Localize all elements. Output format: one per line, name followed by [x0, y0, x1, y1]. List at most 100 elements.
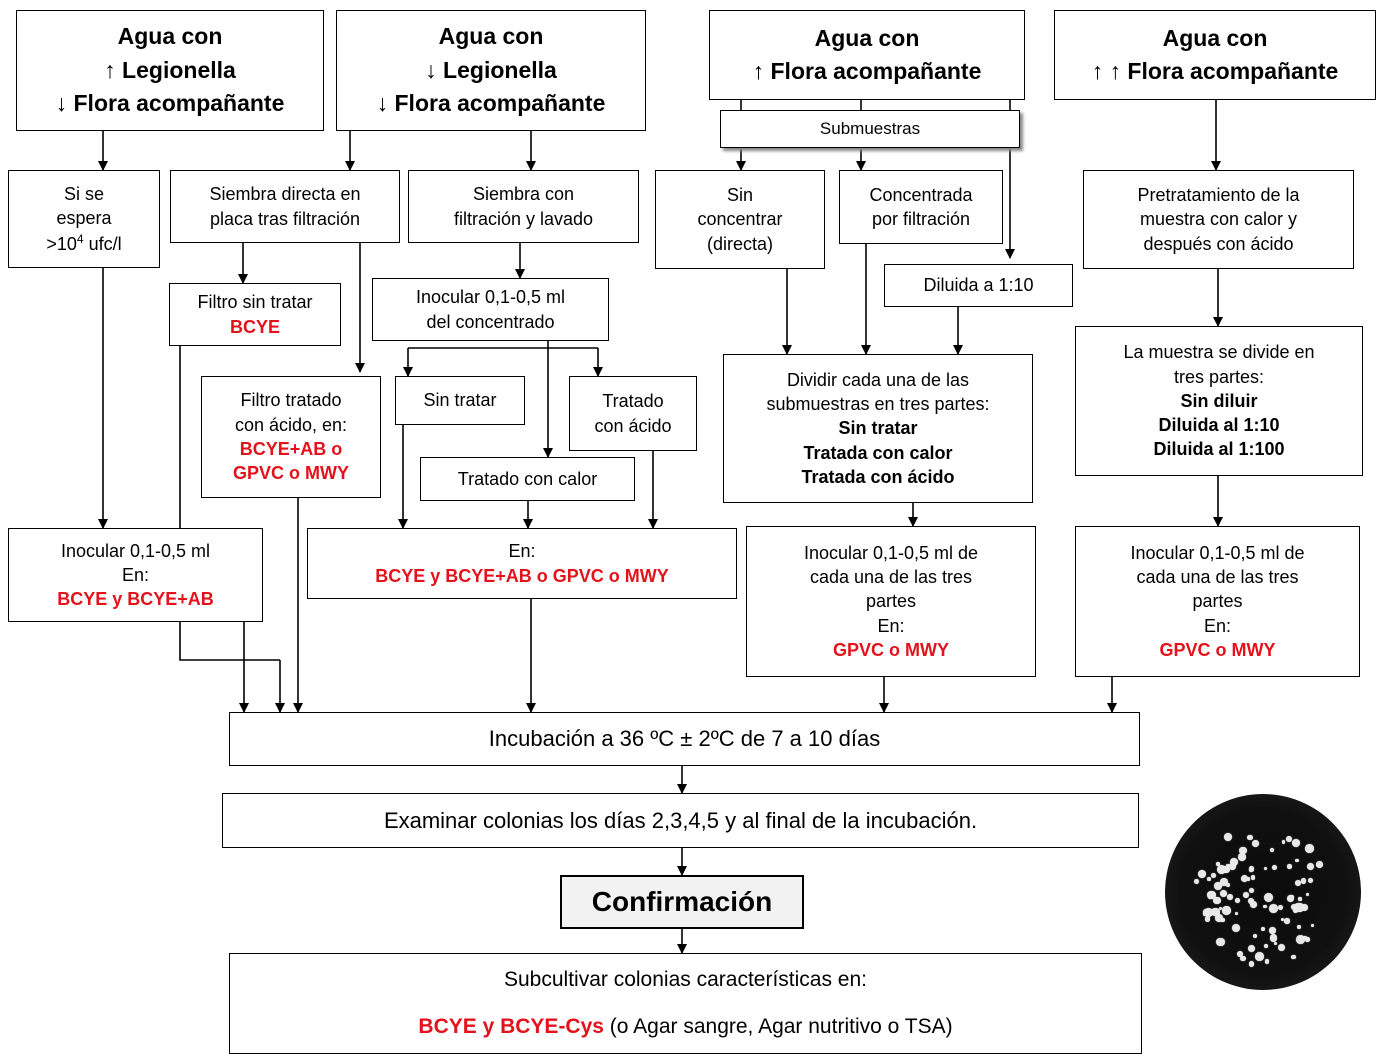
colony-dot [1251, 840, 1259, 848]
colony-dot [1194, 879, 1200, 885]
box-line: Submuestras [819, 118, 921, 138]
colony-dot [1285, 835, 1293, 842]
colony-dot [1264, 959, 1270, 964]
colony-dot [1263, 943, 1268, 949]
inoculate-concentrate-box: Inocular 0,1-0,5 ml del concentrado [372, 278, 609, 341]
box-line: con ácido, en: [234, 414, 348, 435]
colony-dot [1296, 924, 1301, 930]
header-line: ↑ ↑ Flora acompañante [1091, 58, 1339, 84]
header-line: Agua con [1162, 24, 1268, 51]
colony-dot [1249, 887, 1255, 893]
colony-dot [1291, 954, 1296, 959]
box-line: Inocular 0,1-0,5 ml de [803, 542, 979, 563]
box-line: partes [1192, 591, 1243, 612]
box-line: espera [56, 208, 112, 229]
medium-label: GPVC o MWY [833, 639, 949, 660]
box-line: BCYE y BCYE-Cys (o Agar sangre, Agar nut… [418, 1013, 952, 1041]
box-line: Inocular 0,1-0,5 ml de [1130, 542, 1305, 563]
box-line: muestra con calor y [1139, 209, 1298, 230]
header-line: ↑ Flora acompañante [752, 58, 982, 84]
colony-dot [1207, 876, 1211, 881]
header-line: Agua con [438, 23, 544, 50]
colony-dot [1247, 835, 1253, 841]
box-line: placa tras filtración [209, 208, 361, 229]
colony-dot [1240, 955, 1246, 962]
medium-label: BCYE [229, 316, 280, 337]
medium-label: BCYE y BCYE+AB [57, 589, 214, 610]
divide-subsamples-box: Dividir cada una de las submuestras en t… [723, 354, 1033, 503]
box-line: En: [508, 541, 536, 562]
box-line: cada una de las tres [1136, 567, 1299, 588]
colony-dot [1281, 840, 1286, 844]
colony-dot [1203, 912, 1207, 917]
header-line: ↑ Legionella [104, 56, 236, 83]
box-line: Filtro tratado [240, 390, 342, 411]
colony-dot [1235, 898, 1241, 904]
colony-dot [1315, 860, 1323, 868]
box-line: Pretratamiento de la [1137, 185, 1300, 206]
colony-dot [1239, 847, 1247, 855]
box-line: >104 ufc/l [46, 231, 121, 256]
colony-dot [1284, 918, 1290, 924]
concentrated-box: Concentrada por filtración [839, 170, 1003, 244]
colony-dot [1210, 872, 1217, 878]
box-line: Inocular 0,1-0,5 ml [415, 287, 566, 308]
subculture-box: Subcultivar colonias características en:… [229, 953, 1142, 1054]
box-text: >10 [46, 233, 77, 254]
colony-dot [1211, 907, 1220, 917]
header-box-low-legionella: Agua con ↓ Legionella ↓ Flora acompañant… [336, 10, 646, 131]
box-line: Diluida a 1:10 [923, 275, 1034, 296]
colony-dot [1307, 878, 1313, 884]
unconcentrated-box: Sin concentrar (directa) [655, 170, 825, 269]
colony-dot [1305, 937, 1311, 942]
sample-divide-box: La muestra se divide en tres partes: Sin… [1075, 326, 1363, 476]
colony-dot [1238, 853, 1246, 862]
box-line: concentrar [697, 209, 783, 230]
header-box-high-flora: Agua con ↑ Flora acompañante [709, 10, 1025, 100]
box-line: Tratada con calor [803, 442, 953, 463]
box-line: Tratado con calor [457, 468, 598, 489]
colony-dot [1198, 869, 1207, 878]
inoculate-box-col1: Inocular 0,1-0,5 ml En: BCYE y BCYE+AB [8, 528, 263, 622]
colony-dot [1224, 833, 1232, 842]
connector [179, 346, 280, 661]
colony-dot [1278, 904, 1284, 910]
box-line: Tratada con ácido [801, 466, 955, 487]
colony-dot [1254, 952, 1264, 961]
header-box-very-high-flora: Agua con ↑ ↑ Flora acompañante [1054, 10, 1376, 100]
box-line: submuestras en tres partes: [766, 394, 990, 415]
colony-dot [1219, 889, 1228, 897]
colony-dot [1310, 923, 1315, 928]
box-line: Filtro sin tratar [197, 292, 313, 313]
box-line: En: [877, 615, 905, 636]
subsamples-box: Submuestras [720, 110, 1020, 148]
colony-dot [1212, 896, 1221, 905]
colony-dot [1216, 937, 1226, 947]
inoculate-box-col4: Inocular 0,1-0,5 ml de cada una de las t… [746, 526, 1036, 677]
box-text: ufc/l [83, 233, 122, 254]
colony-dot [1280, 917, 1285, 922]
box-line: Concentrada [869, 184, 973, 205]
box-line: En: [1203, 615, 1232, 636]
colony-dot [1288, 894, 1294, 900]
colony-dot [1234, 911, 1239, 915]
header-line: ↓ Flora acompañante [376, 90, 606, 117]
box-line: Sin [726, 185, 753, 206]
colony-dot [1231, 923, 1241, 933]
box-line: Subcultivar colonias características en: [504, 967, 867, 991]
box-line: partes [865, 591, 917, 612]
colony-dot [1291, 838, 1301, 848]
colony-dot [1263, 904, 1267, 908]
colony-dot [1248, 961, 1254, 967]
box-line: La muestra se divide en [1123, 342, 1315, 363]
colony-dot [1298, 897, 1302, 901]
colony-dot [1215, 914, 1224, 923]
colony-dot [1250, 875, 1256, 880]
box-line: después con ácido [1143, 233, 1294, 254]
medium-label: GPVC o MWY [233, 463, 349, 484]
colony-dot [1225, 883, 1231, 888]
colony-dot [1203, 908, 1213, 917]
box-line: (directa) [706, 233, 773, 254]
colony-dot [1252, 934, 1257, 939]
colony-dot [1220, 878, 1228, 886]
